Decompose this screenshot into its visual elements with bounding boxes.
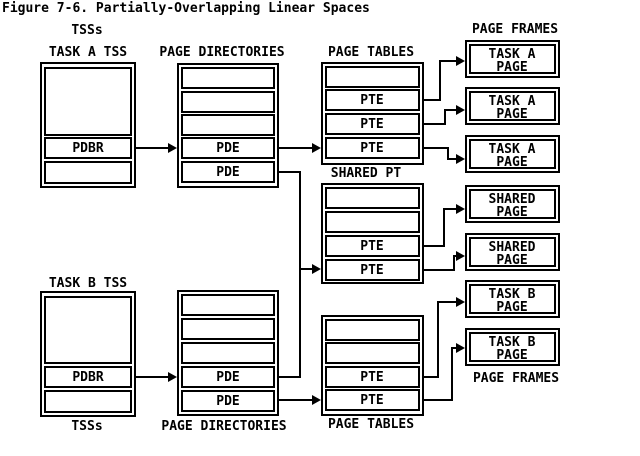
page-frame-inner [469,237,556,267]
page-frame-line2: PAGE [496,348,527,363]
table-row [325,66,420,88]
pte-label: PTE [360,393,383,408]
page-frame-inner [469,284,556,314]
directory-row [181,91,275,113]
page-table-bottom-box: PTE PTE [321,315,424,416]
arrow-pte-to-task-a-page-2 [423,105,465,125]
page-directory-bottom-box: PDE PDE [177,290,279,416]
pte-label: PTE [360,239,383,254]
label-page-tables-bottom: PAGE TABLES [328,417,414,432]
page-frame-task-b-2: TASK B PAGE [465,328,560,366]
table-row [325,211,420,233]
shared-pt-trunk-line [278,171,301,378]
arrow-pte-to-shared-page-1 [423,204,465,247]
table-row-pte [325,137,420,159]
directory-row-pde [181,366,275,388]
task-a-tss-empty-cell [44,161,132,184]
directory-row [181,67,275,89]
page-frame-line1: SHARED [489,192,536,207]
label-shared-pt: SHARED PT [331,166,402,181]
task-a-tss-box: PDBR [40,62,136,188]
label-page-tables-top: PAGE TABLES [328,45,414,60]
pte-label: PTE [360,141,383,156]
page-frame-line1: TASK B [489,335,536,350]
page-frame-line1: SHARED [489,240,536,255]
task-a-tss-empty-area [44,67,132,136]
task-b-pdbr-label: PDBR [72,370,103,385]
directory-row [181,114,275,136]
arrow-pte-to-shared-page-2 [423,251,465,271]
page-frame-line1: TASK A [489,142,536,157]
pte-label: PTE [360,117,383,132]
page-frame-line1: TASK A [489,47,536,62]
page-frame-line2: PAGE [496,253,527,268]
table-row-pte [325,366,420,388]
pte-label: PTE [360,263,383,278]
label-tsss-top: TSSs [71,23,102,38]
label-tsss-bottom: TSSs [71,419,102,434]
directory-row-pde [181,161,275,183]
page-directory-top-box: PDE PDE [177,63,279,188]
pde-label: PDE [216,165,239,180]
page-frame-line2: PAGE [496,300,527,315]
table-row [325,342,420,364]
table-row-pte [325,259,420,281]
pte-label: PTE [360,370,383,385]
task-a-pdbr-cell [44,137,132,159]
page-frame-inner [469,332,556,362]
label-page-frames-top: PAGE FRAMES [472,22,558,37]
label-task-a-tss: TASK A TSS [49,45,127,60]
page-frame-inner [469,139,556,169]
connectors [135,56,465,405]
task-b-tss-empty-area [44,296,132,364]
directory-row [181,318,275,340]
arrow-pte-to-task-b-page-2 [423,343,465,401]
page-frame-line2: PAGE [496,155,527,170]
page-frame-line2: PAGE [496,107,527,122]
page-frame-line2: PAGE [496,60,527,75]
table-row-pte [325,235,420,257]
page-frame-inner [469,189,556,219]
page-frame-task-a-1: TASK A PAGE [465,40,560,78]
task-b-pdbr-cell [44,366,132,388]
pde-label: PDE [216,370,239,385]
directory-row [181,342,275,364]
directory-row [181,294,275,316]
task-b-tss-box: PDBR [40,291,136,417]
page-frame-line1: TASK B [489,287,536,302]
shared-page-table-box: PTE PTE [321,183,424,284]
pde-label: PDE [216,141,239,156]
page-frame-line2: PAGE [496,205,527,220]
page-frame-shared-1: SHARED PAGE [465,185,560,223]
label-page-directories-top: PAGE DIRECTORIES [159,45,284,60]
page-frame-task-b-1: TASK B PAGE [465,280,560,318]
directory-row-pde [181,137,275,159]
page-frame-inner [469,91,556,121]
table-row-pte [325,389,420,411]
label-page-frames-bottom: PAGE FRAMES [473,371,559,386]
table-row-pte [325,113,420,135]
directory-row-pde [181,390,275,412]
table-row-pte [325,89,420,111]
pde-label: PDE [216,394,239,409]
table-row [325,187,420,209]
table-row [325,319,420,341]
page-frame-task-a-3: TASK A PAGE [465,135,560,173]
task-a-pdbr-label: PDBR [72,141,103,156]
figure-title: Figure 7-6. Partially-Overlapping Linear… [2,1,370,16]
arrow-pte-to-task-a-page-3 [423,147,465,164]
label-page-directories-bottom: PAGE DIRECTORIES [161,419,286,434]
page-frame-line1: TASK A [489,94,536,109]
arrow-pte-to-task-b-page-1 [423,297,465,378]
arrow-pte-to-task-a-page-1 [423,56,465,101]
page-table-top-box: PTE PTE PTE [321,62,424,165]
page-frame-inner [469,44,556,74]
page-frame-task-a-2: TASK A PAGE [465,87,560,125]
page-frame-shared-2: SHARED PAGE [465,233,560,271]
label-task-b-tss: TASK B TSS [49,276,127,291]
task-b-tss-empty-cell [44,390,132,413]
pte-label: PTE [360,93,383,108]
